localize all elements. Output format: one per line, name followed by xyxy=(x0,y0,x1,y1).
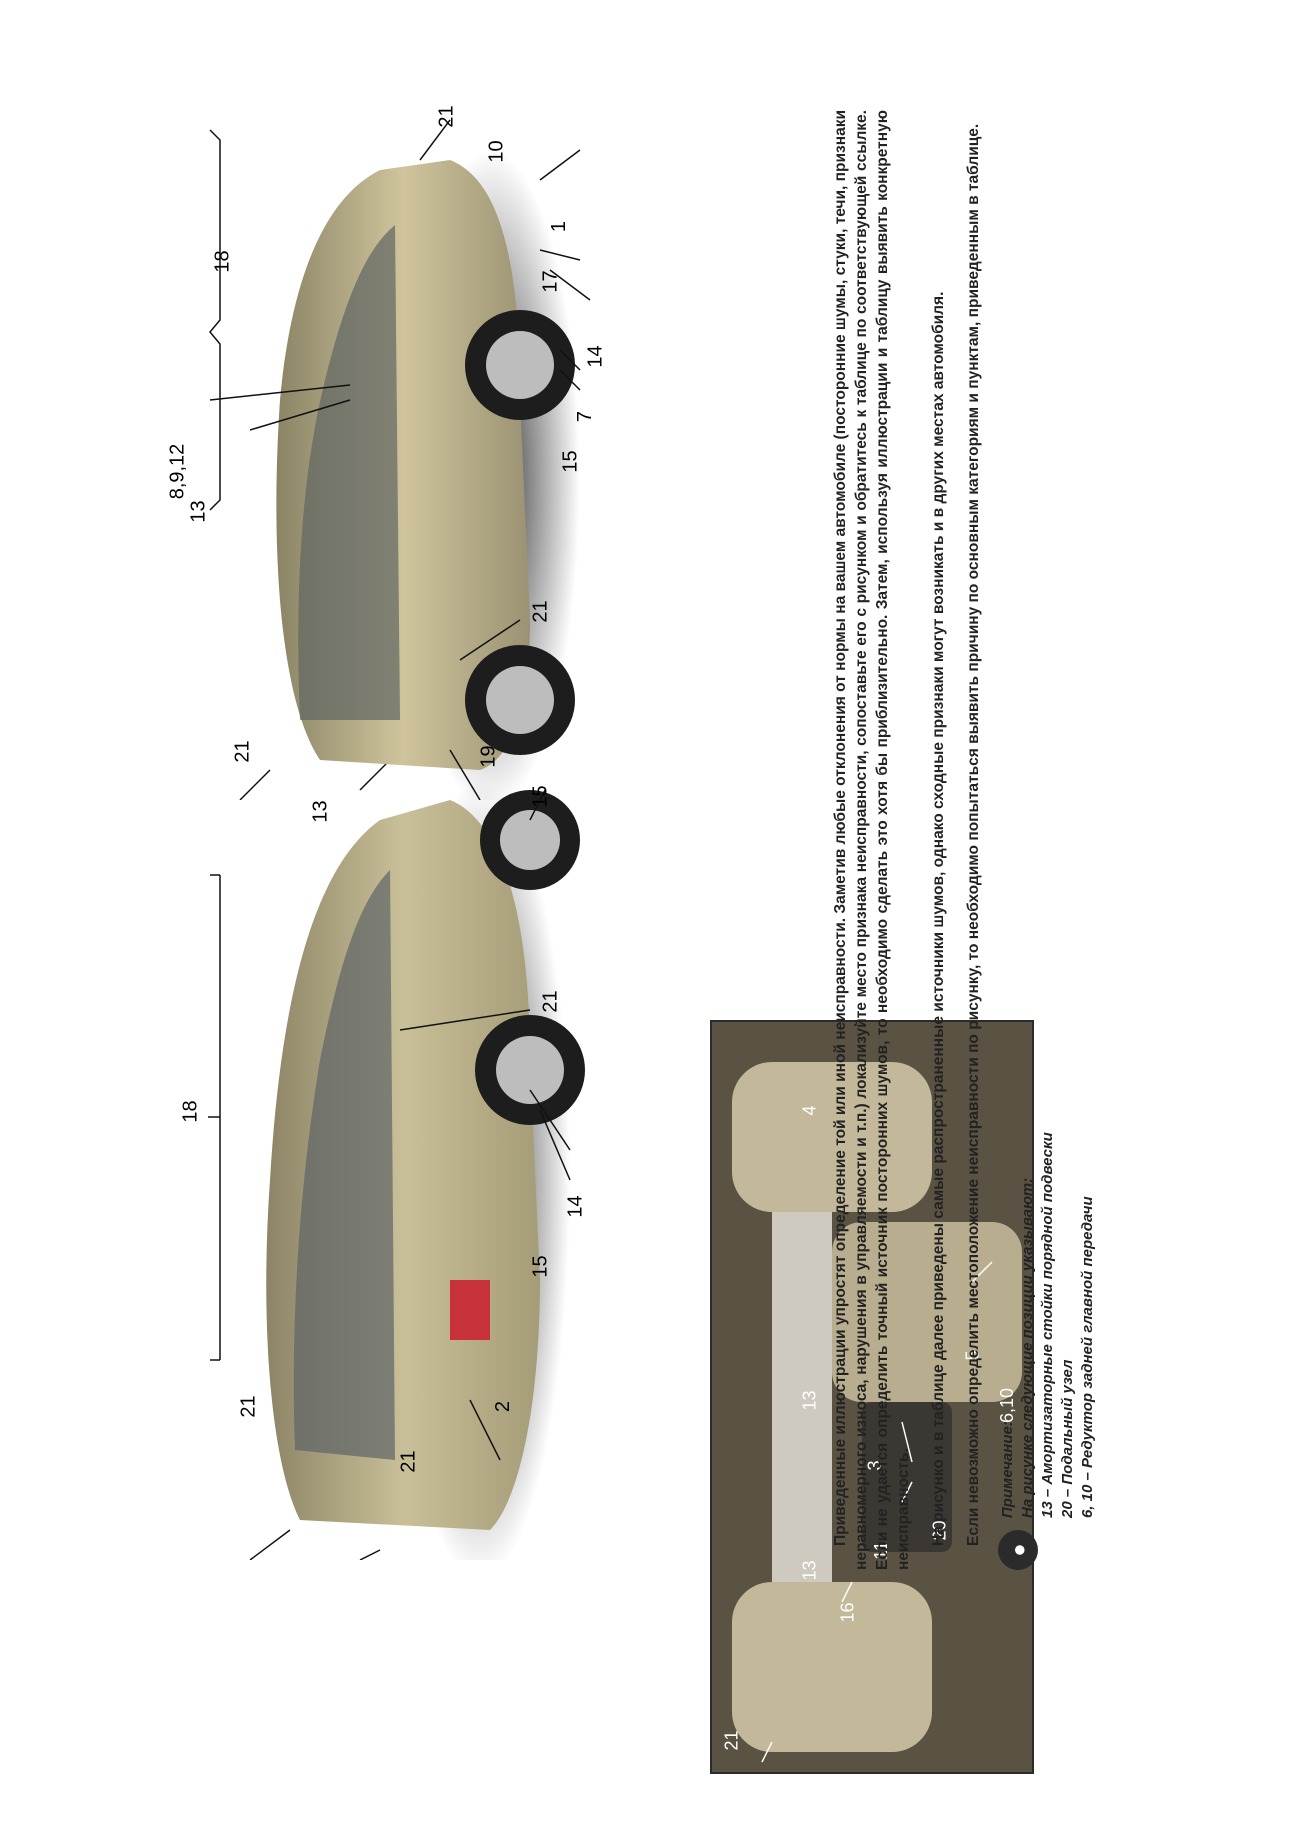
label-21-front-a: 21 xyxy=(231,740,254,763)
note-intro: На рисунке следующие позиции указывают: xyxy=(1019,1177,1036,1518)
note-heading: Примечание: xyxy=(999,1421,1016,1518)
label-17: 17 xyxy=(539,270,562,293)
note-text: Примечание: На рисунке следующие позиции… xyxy=(998,1132,1098,1518)
label-10: 10 xyxy=(485,140,508,163)
label-14-rear: 14 xyxy=(564,1195,587,1218)
paragraph-1: Приведенные иллюстрации упростят определ… xyxy=(832,110,912,1570)
label-21-front-b: 21 xyxy=(529,600,552,623)
label-18-front: 18 xyxy=(211,250,234,273)
label-2: 2 xyxy=(492,1400,515,1413)
note-item-1: 13 – Амортизаторные стойки порядной подв… xyxy=(1039,1132,1056,1518)
seat-rear-right xyxy=(732,1062,932,1212)
label-21-front-c: 21 xyxy=(435,105,458,128)
paragraph-2: На рисунко и в таблице далее приведены с… xyxy=(930,291,947,1546)
car-rear-figure xyxy=(208,760,585,1560)
tail-light xyxy=(450,1280,490,1340)
label-1: 1 xyxy=(548,220,571,233)
label-13-front: 13 xyxy=(187,500,210,523)
label-19: 19 xyxy=(477,745,500,768)
diagnostic-text-block: Приведенные иллюстрации упростят определ… xyxy=(830,110,1096,1570)
label-15-front: 15 xyxy=(559,450,582,473)
car-windows xyxy=(293,870,395,1460)
label-13-interior-a: 13 xyxy=(799,1560,820,1581)
label-13-interior-b: 13 xyxy=(799,1390,820,1411)
label-4: 4 xyxy=(799,1105,820,1116)
warning-bulb-icon: ● xyxy=(998,1530,1038,1570)
label-21-rear-b: 21 xyxy=(397,1450,420,1473)
label-14-front: 14 xyxy=(584,345,607,368)
center-console xyxy=(862,1402,952,1552)
label-7: 7 xyxy=(574,410,597,423)
label-21-interior: 21 xyxy=(721,1730,742,1751)
label-21-rear-c: 21 xyxy=(539,990,562,1013)
car-front-figure xyxy=(209,119,591,800)
label-21-rear-a: 21 xyxy=(237,1395,260,1418)
seat-front-right xyxy=(832,1222,1022,1402)
label-13-rear: 13 xyxy=(309,800,332,823)
label-8-9-12: 8,9,12 xyxy=(166,443,189,500)
paragraph-3: Если невозможно определить местоположени… xyxy=(965,123,982,1546)
seat-front-left xyxy=(732,1582,932,1752)
note-item-2: 20 – Подальный узел xyxy=(1059,1359,1076,1518)
note-section: ● Примечание: На рисунке следующие позиц… xyxy=(998,110,1098,1570)
note-item-3: 6, 10 – Редуктор задней главной передачи xyxy=(1079,1196,1096,1518)
label-15-rear: 15 xyxy=(529,1255,552,1278)
label-18-rear: 18 xyxy=(179,1100,202,1123)
interior-figure xyxy=(710,1020,1034,1774)
label-16: 16 xyxy=(837,1602,858,1623)
